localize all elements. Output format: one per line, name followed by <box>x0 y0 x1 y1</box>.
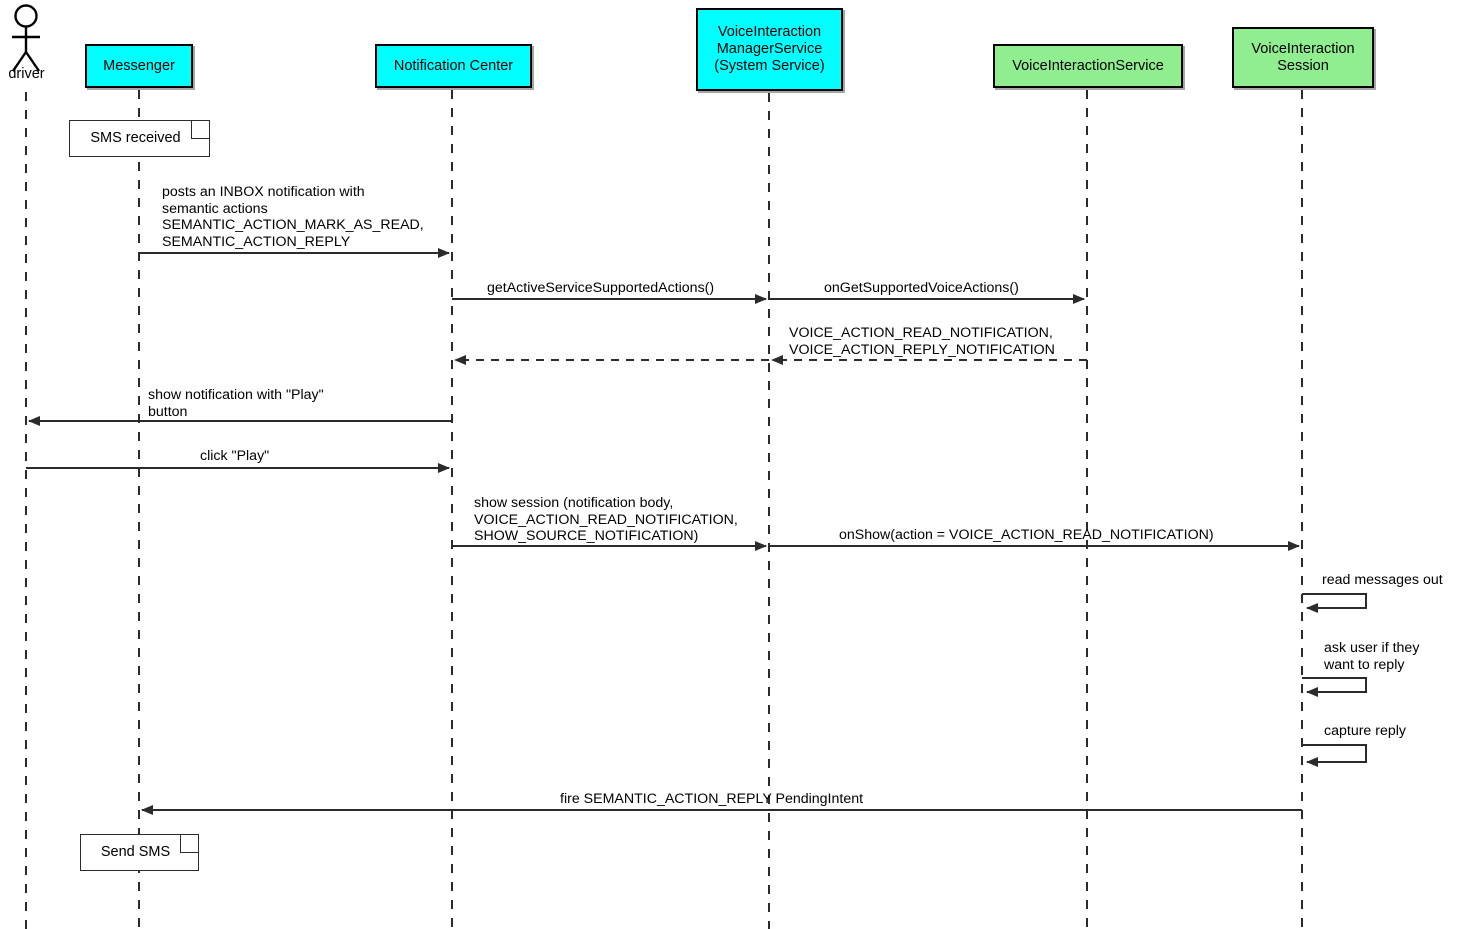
participant-messenger[interactable]: Messenger <box>85 44 193 88</box>
msg-label-post-inbox-notification: posts an INBOX notification with semanti… <box>162 184 424 250</box>
actor-driver-icon <box>12 4 40 72</box>
participant-voice-interaction-service-label: VoiceInteractionService <box>1012 57 1164 74</box>
msg-label-show-notification-with-play-button: show notification with "Play" button <box>148 387 324 420</box>
msg-label-get-active-service-supported-actions: getActiveServiceSupportedActions() <box>487 280 715 296</box>
lifelines-group <box>25 90 1303 929</box>
actor-driver-label: driver <box>8 66 45 82</box>
participant-voice-interaction-session-label: VoiceInteraction Session <box>1251 40 1355 74</box>
note-sms-received: SMS received <box>69 120 210 157</box>
participant-messenger-label: Messenger <box>103 57 175 74</box>
msg-label-return-voice-actions: VOICE_ACTION_READ_NOTIFICATION, VOICE_AC… <box>789 325 1055 358</box>
msg-label-on-get-supported-voice-actions: onGetSupportedVoiceActions() <box>824 280 1019 296</box>
self-msg-label-capture-reply: capture reply <box>1324 723 1407 739</box>
msg-label-fire-semantic-action-reply-pendingintent: fire SEMANTIC_ACTION_REPLY PendingIntent <box>560 791 864 807</box>
msg-label-click-play: click "Play" <box>200 448 270 464</box>
participant-voice-interaction-service[interactable]: VoiceInteractionService <box>993 44 1183 88</box>
participant-voice-interaction-session[interactable]: VoiceInteraction Session <box>1232 27 1374 88</box>
messages-group <box>26 248 1302 815</box>
self-msg-label-read-messages-out: read messages out <box>1322 572 1443 588</box>
note-sms-received-text: SMS received <box>90 130 181 146</box>
msg-label-show-session: show session (notification body, VOICE_A… <box>474 495 738 544</box>
note-send-sms-text: Send SMS <box>100 844 171 860</box>
participant-notification-center[interactable]: Notification Center <box>375 44 532 88</box>
msg-label-on-show-action-read-notification: onShow(action = VOICE_ACTION_READ_NOTIFI… <box>839 527 1214 543</box>
self-msg-ask-user-if-they-want-to-reply-arrow <box>1302 677 1367 697</box>
note-send-sms: Send SMS <box>80 834 199 871</box>
participant-notification-center-label: Notification Center <box>393 57 514 74</box>
self-msg-read-messages-out-arrow <box>1302 593 1367 613</box>
participant-voice-interaction-manager-service[interactable]: VoiceInteraction ManagerService (System … <box>696 8 843 91</box>
self-msg-capture-reply-arrow <box>1302 744 1367 767</box>
self-msg-label-ask-user-if-they-want-to-reply: ask user if they want to reply <box>1324 640 1420 673</box>
self-messages-group <box>1302 593 1367 767</box>
participant-voice-interaction-manager-service-label: VoiceInteraction ManagerService (System … <box>714 24 825 74</box>
